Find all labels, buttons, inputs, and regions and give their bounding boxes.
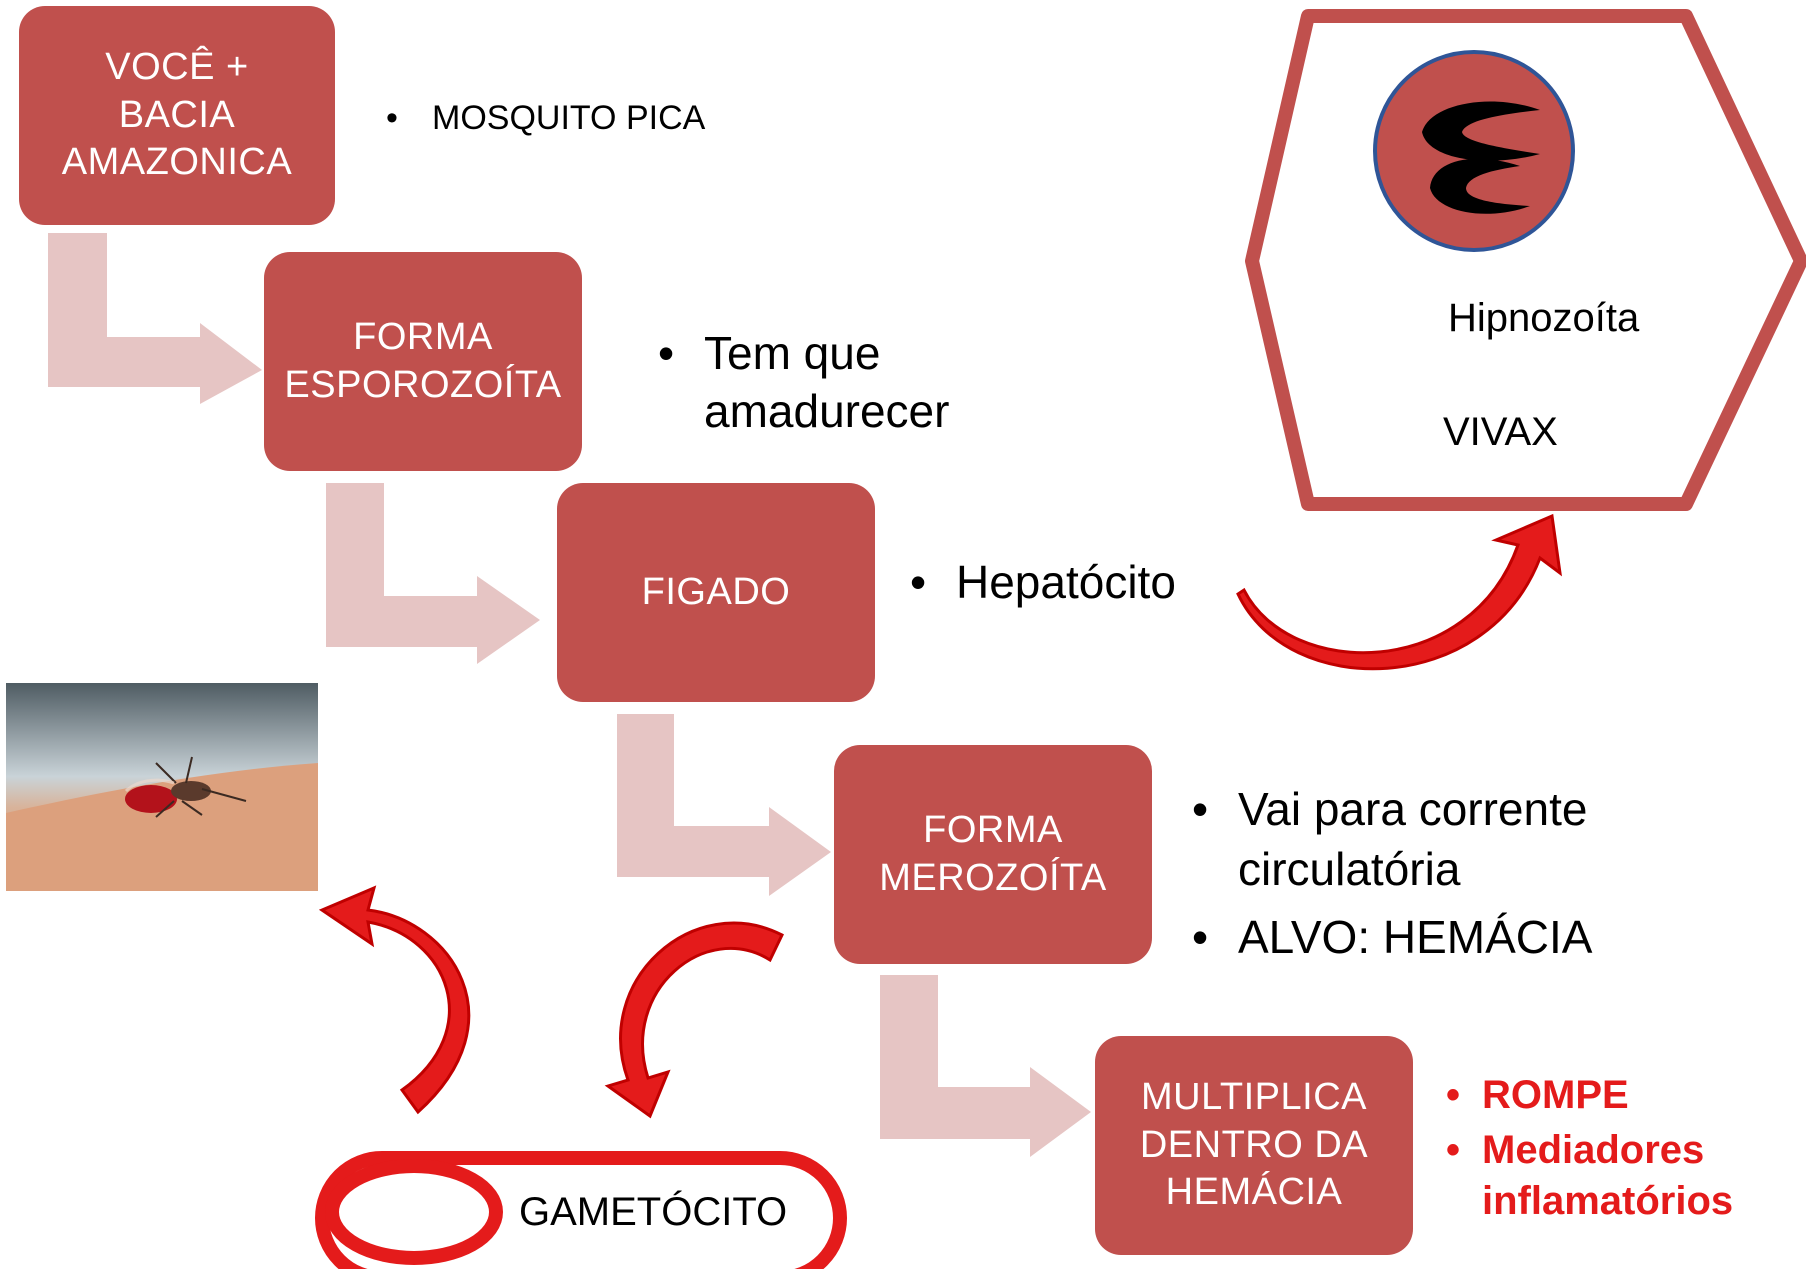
- note-step-2: Tem que amadurecer: [658, 325, 988, 440]
- curved-arrow-to-mosquito: [318, 885, 471, 1115]
- connector-arrow-1: [48, 233, 262, 404]
- step-1-line-2: BACIA: [118, 93, 236, 136]
- vivax-label: VIVAX: [1443, 410, 1558, 454]
- step-5-line-2: DENTRO DA: [1139, 1123, 1369, 1166]
- step-5-line-1: MULTIPLICA: [1140, 1076, 1367, 1119]
- step-4-line-2: MEROZOÍTA: [879, 856, 1107, 899]
- curved-arrow-to-gametocyte: [604, 921, 784, 1119]
- curved-arrow-to-hypnozoite: [1236, 513, 1562, 671]
- gametocyte-inner-oval: [325, 1159, 503, 1265]
- note-inflammatory-mediators: Mediadores inflamatórios: [1446, 1125, 1786, 1227]
- note-must-mature: Tem que amadurecer: [658, 325, 988, 440]
- step-multiply-in-red-cell: MULTIPLICA DENTRO DA HEMÁCIA: [1095, 1036, 1413, 1255]
- note-rupture: ROMPE: [1446, 1070, 1786, 1121]
- mosquito-photo: [6, 683, 318, 891]
- connector-arrow-4: [880, 975, 1091, 1157]
- step-3-line-1: FIGADO: [641, 570, 791, 613]
- step-2-line-1: FORMA: [353, 316, 493, 358]
- step-merozoite: FORMA MEROZOÍTA: [834, 745, 1152, 964]
- step-sporozoite: FORMA ESPOROZOÍTA: [264, 252, 582, 471]
- note-step-5: ROMPE Mediadores inflamatórios: [1446, 1070, 1786, 1228]
- note-hepatocyte: Hepatócito: [910, 555, 1270, 609]
- note-step-3: Hepatócito: [910, 555, 1270, 609]
- gametocyte-label: GAMETÓCITO: [519, 1190, 788, 1234]
- step-2-line-2: ESPOROZOÍTA: [284, 363, 562, 406]
- note-step-4: Vai para corrente circulatória ALVO: HEM…: [1192, 780, 1622, 967]
- connector-arrow-3: [617, 714, 831, 896]
- note-target-red-cell: ALVO: HEMÁCIA: [1192, 908, 1622, 968]
- note-mosquito-bites: MOSQUITO PICA: [386, 99, 746, 138]
- hypnozoite-label: Hipnozoíta: [1448, 296, 1640, 340]
- crescent-icon: [1422, 101, 1540, 214]
- step-1-line-1: VOCÊ +: [105, 46, 249, 89]
- step-4-line-1: FORMA: [923, 809, 1063, 851]
- note-step-1: MOSQUITO PICA: [386, 99, 746, 138]
- note-to-bloodstream: Vai para corrente circulatória: [1192, 780, 1622, 900]
- connector-arrow-2: [326, 483, 540, 664]
- step-you-amazon-basin: VOCÊ + BACIA AMAZONICA: [19, 6, 335, 225]
- step-5-line-3: HEMÁCIA: [1165, 1171, 1343, 1214]
- step-1-line-3: AMAZONICA: [61, 141, 293, 184]
- step-liver: FIGADO: [557, 483, 875, 702]
